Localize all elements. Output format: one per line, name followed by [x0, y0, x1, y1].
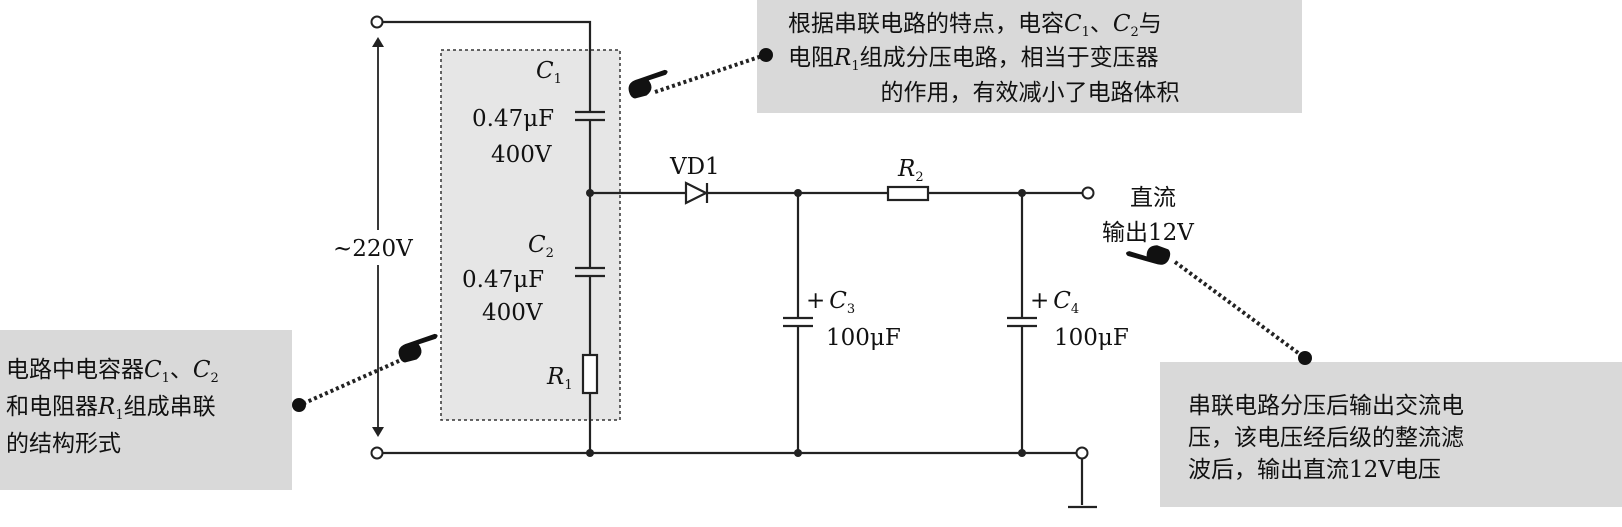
capacitor-c4 [1007, 316, 1037, 328]
input-terminal-bottom [370, 446, 384, 460]
c1-rating: 400V [491, 142, 552, 168]
c4-value: 100μF [1054, 325, 1129, 351]
c1-label: C1 [536, 58, 562, 87]
input-voltage-label: ~220V [333, 236, 413, 262]
input-terminal-top [370, 15, 384, 29]
diode-vd1 [684, 181, 709, 205]
c3-label: +C3 [806, 288, 855, 317]
right-note-line3: 波后，输出直流12V电压 [1188, 457, 1441, 483]
output-label-line1: 直流 [1130, 185, 1176, 211]
resistor-r2 [886, 185, 930, 202]
c2-label: C2 [528, 232, 554, 261]
callout-dots [292, 48, 1312, 412]
top-note-line3: 的作用，有效减小了电路体积 [881, 80, 1180, 106]
r1-label: R1 [546, 364, 573, 393]
top-note-line1: 根据串联电路的特点，电容C1、C2与 [788, 11, 1162, 40]
top-note-box [757, 0, 1302, 113]
left-note-box [0, 330, 292, 490]
output-label-line2: 输出12V [1102, 220, 1194, 246]
junction-dots [586, 189, 1026, 457]
right-note-line2: 压，该电压经后级的整流滤 [1188, 425, 1464, 451]
resistor-r1 [581, 353, 599, 395]
right-note-box [1160, 362, 1622, 507]
callout-lines [299, 53, 1307, 407]
c2-rating: 400V [482, 300, 543, 326]
c2-value: 0.47μF [462, 267, 544, 293]
r2-label: R2 [897, 156, 924, 185]
pointing-hand-icon [1126, 245, 1171, 265]
left-note-line1: 电路中电容器C1、C2 [6, 357, 219, 386]
c1-value: 0.47μF [472, 106, 554, 132]
right-note-line1: 串联电路分压后输出交流电 [1188, 393, 1464, 419]
c4-label: +C4 [1030, 288, 1079, 317]
pointing-hand-icon [398, 333, 438, 363]
top-note-line2: 电阻R1组成分压电路，相当于变压器 [788, 45, 1159, 74]
c3-value: 100μF [826, 325, 901, 351]
capacitor-c2 [575, 266, 605, 278]
left-note-line3: 的结构形式 [6, 431, 121, 457]
output-terminal-positive [1081, 186, 1095, 200]
pointing-hand-icon [628, 69, 668, 99]
capacitor-c1 [575, 110, 605, 122]
output-terminal-ground [1075, 446, 1089, 460]
left-note-line2: 和电阻器R1组成串联 [6, 394, 216, 423]
vd1-label: VD1 [669, 154, 720, 180]
capacitor-c3 [783, 316, 813, 328]
